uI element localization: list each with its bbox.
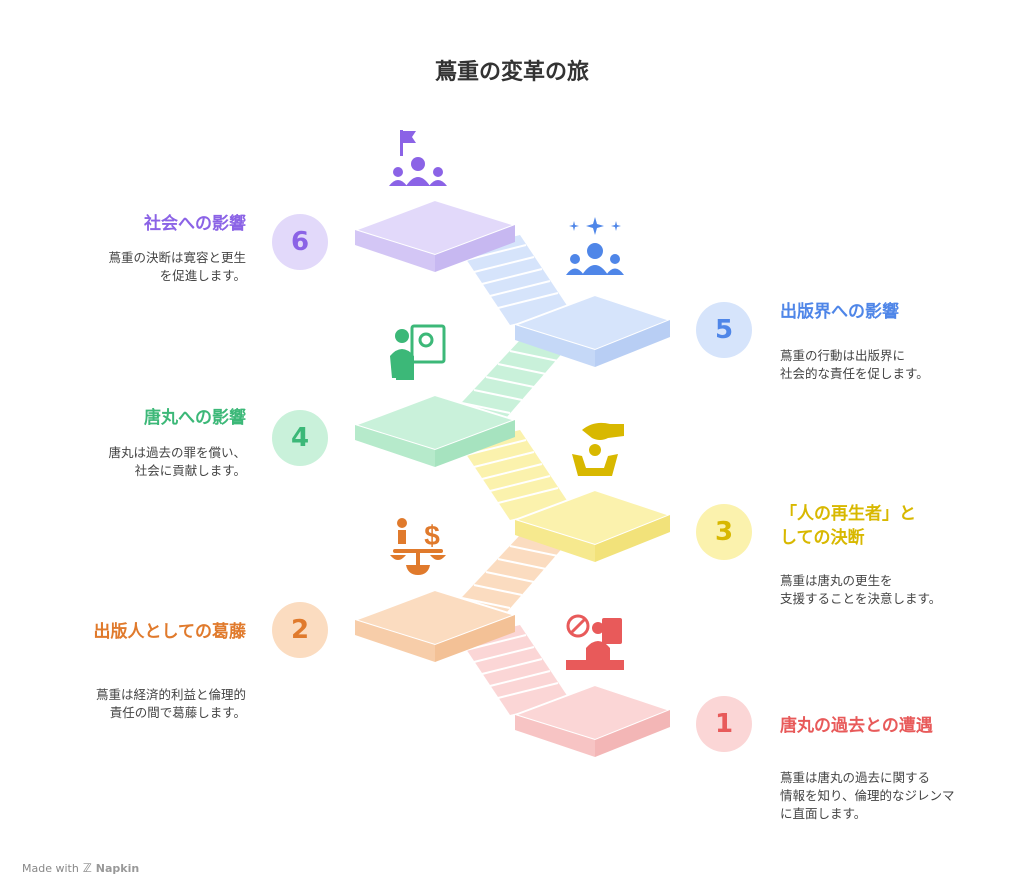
- group-sparkle-icon: [566, 217, 624, 275]
- helping-hand-icon: [572, 422, 624, 476]
- stairs-4-5: [450, 340, 565, 425]
- napkin-logo-icon: ℤ: [82, 861, 92, 875]
- step-3-title: 「人の再生者」と しての決断: [780, 504, 916, 548]
- step-3-number: 3: [696, 504, 752, 560]
- step-1-title: 唐丸の過去との遭遇: [780, 716, 933, 736]
- stairs-5-6: [460, 235, 570, 325]
- step-2-desc: 蔦重は経済的利益と倫理的 責任の間で葛藤します。: [95, 687, 246, 720]
- step-2-number: 2: [272, 602, 328, 658]
- painter-icon: [390, 324, 446, 380]
- stairs-3-4: [460, 430, 570, 520]
- balance-scale-icon: $: [390, 518, 446, 575]
- platform-1: [511, 683, 673, 757]
- platform-4: [351, 393, 519, 467]
- step-1-number: 1: [696, 696, 752, 752]
- platform-6: [351, 198, 519, 272]
- step-2-title: 出版人としての葛藤: [93, 622, 247, 642]
- prohibited-worker-icon: [566, 614, 624, 670]
- step-6-title: 社会への影響: [144, 214, 246, 234]
- svg-text:$: $: [424, 520, 440, 551]
- step-3-desc: 蔦重は唐丸の更生を 支援することを決意します。: [780, 573, 942, 606]
- platform-2: [351, 588, 519, 662]
- step-5-title: 出版界への影響: [780, 302, 899, 322]
- step-6-number: 6: [272, 214, 328, 270]
- step-5-number: 5: [696, 302, 752, 358]
- step-4-title: 唐丸への影響: [144, 408, 246, 428]
- page-title: 蔦重の変革の旅: [434, 60, 589, 85]
- step-6-desc: 蔦重の決断は寛容と更生 を促進します。: [108, 250, 246, 283]
- step-1-desc: 蔦重は唐丸の過去に関する 情報を知り、倫理的なジレンマ に直面します。: [780, 770, 955, 821]
- platform-3: [511, 488, 673, 562]
- step-5-desc: 蔦重の行動は出版界に 社会的な責任を促します。: [780, 348, 929, 381]
- step-4-number: 4: [272, 410, 328, 466]
- stairs-1-2: [460, 625, 570, 715]
- stairs-2-3: [450, 535, 565, 620]
- made-with-label: Made with: [22, 861, 79, 875]
- footer: Made with ℤ Napkin: [22, 861, 139, 875]
- platform-5: [511, 293, 673, 367]
- flag-group-icon: [389, 130, 447, 186]
- brand-name: Napkin: [95, 861, 140, 875]
- step-4-desc: 唐丸は過去の罪を償い、 社会に貢献します。: [108, 445, 246, 478]
